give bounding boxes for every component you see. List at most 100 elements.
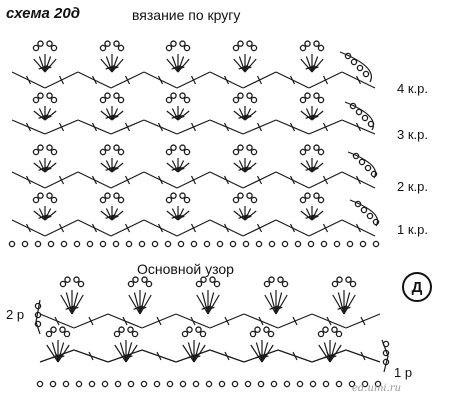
chain-stitch-symbol <box>313 144 320 151</box>
double-crochet-symbol <box>71 292 79 315</box>
stitch-tick <box>355 223 362 233</box>
chain-stitch-symbol <box>195 326 202 333</box>
double-crochet-symbol <box>238 108 246 121</box>
chain-stitch-symbol <box>200 276 207 283</box>
stitch-tick <box>322 175 329 185</box>
chain-stitch-symbol <box>170 92 177 99</box>
chain-stitch-symbol <box>37 192 44 199</box>
chain-stitch-symbol <box>307 240 315 248</box>
double-crochet-symbol <box>100 58 113 73</box>
chain-stitch-symbol <box>177 240 185 248</box>
chain-stitch-symbol <box>50 96 58 104</box>
double-crochet-symbol <box>177 56 185 73</box>
chain-stitch-symbol <box>322 380 330 388</box>
double-crochet-symbol <box>177 162 190 173</box>
double-crochet-symbol <box>305 108 313 121</box>
chain-stitch-symbol <box>299 148 307 156</box>
chain-stitch-symbol <box>317 44 325 52</box>
double-crochet-symbol <box>100 110 113 121</box>
stitch-tick <box>223 223 230 233</box>
double-crochet-symbol <box>305 208 313 221</box>
stitch-tick <box>289 75 296 85</box>
chain-stitch-symbol <box>270 380 278 388</box>
stitch-tick <box>58 175 65 185</box>
chain-stitch-symbol <box>359 240 367 248</box>
chain-stitch-symbol <box>237 192 244 199</box>
chain-stitch-symbol <box>73 240 81 248</box>
double-crochet-symbol <box>71 294 84 315</box>
stitch-tick <box>124 75 131 85</box>
chain-stitch-symbol <box>237 40 244 47</box>
round-transition-curve <box>339 51 372 83</box>
chain-stitch-symbol <box>309 380 317 388</box>
stitch-crossbar <box>178 66 185 70</box>
chain-stitch-symbol <box>257 380 265 388</box>
stitch-crossbar <box>312 66 319 70</box>
chain-stitch-symbol <box>32 196 40 204</box>
double-crochet-symbol <box>171 160 179 173</box>
double-crochet-symbol <box>311 162 324 173</box>
double-crochet-symbol <box>44 56 52 73</box>
double-crochet-symbol <box>166 162 179 173</box>
double-crochet-symbol <box>100 210 113 221</box>
double-crochet-symbol <box>139 292 147 315</box>
double-crochet-symbol <box>177 58 190 73</box>
chain-stitch-symbol <box>125 240 133 248</box>
stitch-tick <box>157 75 164 85</box>
stitch-crossbar <box>45 167 52 171</box>
chain-stitch-symbol <box>50 196 58 204</box>
chain-stitch-symbol <box>88 380 96 388</box>
chain-stitch-symbol <box>47 240 55 248</box>
stitch-crossbar <box>208 306 215 310</box>
stitch-tick <box>326 351 332 361</box>
chain-stitch-symbol <box>232 196 240 204</box>
double-crochet-symbol <box>105 208 113 221</box>
chain-stitch-symbol <box>99 240 107 248</box>
double-crochet-symbol <box>244 58 257 73</box>
stitch-crossbar <box>245 215 252 219</box>
chain-stitch-symbol <box>132 276 139 283</box>
double-crochet-symbol <box>233 210 246 221</box>
chain-stitch-symbol <box>59 326 66 333</box>
double-crochet-symbol <box>38 56 46 73</box>
double-crochet-symbol <box>233 110 246 121</box>
chain-stitch-symbol <box>294 240 302 248</box>
stitch-tick <box>190 122 197 132</box>
stitch-crossbar <box>178 115 185 119</box>
stitch-tick <box>122 351 128 361</box>
double-crochet-symbol <box>111 162 124 173</box>
stitch-crossbar <box>45 115 52 119</box>
chain-stitch-symbol <box>277 276 284 283</box>
chain-stitch-symbol <box>360 206 368 214</box>
double-crochet-symbol <box>300 210 313 221</box>
double-crochet-symbol <box>60 294 73 315</box>
chain-stitch-symbol <box>113 40 120 47</box>
chain-stitch-symbol <box>317 196 325 204</box>
double-crochet-symbol <box>244 56 252 73</box>
double-crochet-symbol <box>300 58 313 73</box>
double-crochet-symbol <box>139 294 152 315</box>
double-crochet-symbol <box>111 210 124 221</box>
stitch-crossbar <box>110 114 117 119</box>
chain-stitch-symbol <box>113 92 120 99</box>
chain-stitch-symbol <box>37 40 44 47</box>
double-crochet-symbol <box>38 160 46 173</box>
stitch-tick <box>157 122 164 132</box>
stitch-crossbar <box>243 214 250 219</box>
double-crochet-symbol <box>133 292 141 315</box>
chain-stitch-symbol <box>99 148 107 156</box>
chain-stitch-symbol <box>127 280 135 288</box>
double-crochet-symbol <box>305 56 313 73</box>
stitch-tick <box>326 316 332 326</box>
chain-stitch-symbol <box>346 240 354 248</box>
chain-stitch-symbol <box>205 380 213 388</box>
chain-stitch-symbol <box>118 326 125 333</box>
chain-stitch-symbol <box>183 196 191 204</box>
chain-stitch-symbol <box>246 192 253 199</box>
chain-stitch-symbol <box>320 240 328 248</box>
watermark: ed.umi.ru <box>352 383 402 394</box>
stitch-tick <box>224 316 230 326</box>
chain-stitch-symbol <box>186 326 193 333</box>
stitch-tick <box>223 175 230 185</box>
chain-stitch-symbol <box>367 120 375 128</box>
